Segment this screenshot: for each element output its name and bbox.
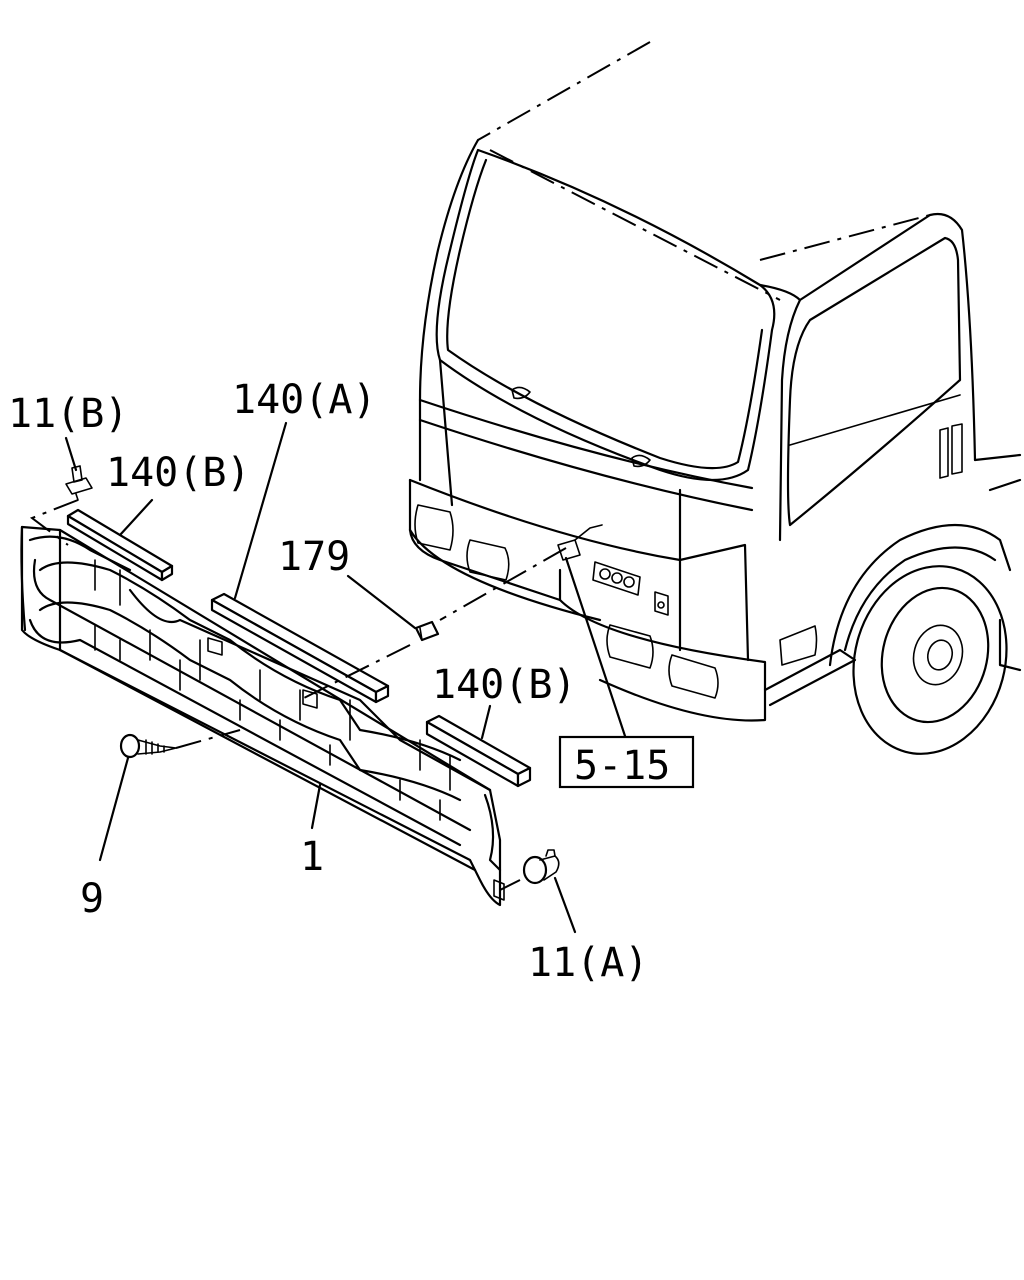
- truck-cab: [408, 41, 1022, 755]
- label-reference-5-15: 5-15: [574, 743, 670, 789]
- leader-lines: [29, 421, 627, 934]
- label-moulding-140b-top: 140(B): [106, 450, 251, 496]
- clip-11a: [522, 849, 560, 885]
- reference-box: [558, 735, 695, 789]
- moulding-140b-right: [425, 714, 532, 788]
- label-nut-179: 179: [278, 534, 350, 580]
- label-moulding-140a: 140(A): [232, 377, 377, 423]
- screw-9: [119, 733, 177, 759]
- label-screw-9: 9: [80, 876, 104, 922]
- moulding-140a: [210, 592, 390, 704]
- label-clip-11a: 11(A): [528, 940, 648, 986]
- moulding-140b-top: [66, 508, 174, 582]
- nut-179: [414, 620, 440, 642]
- label-moulding-140b-right: 140(B): [432, 662, 577, 708]
- label-grille-1: 1: [300, 834, 324, 880]
- clip-11b: [65, 465, 93, 501]
- radiator-grille: [20, 525, 505, 907]
- label-clip-11b: 11(B): [8, 391, 128, 437]
